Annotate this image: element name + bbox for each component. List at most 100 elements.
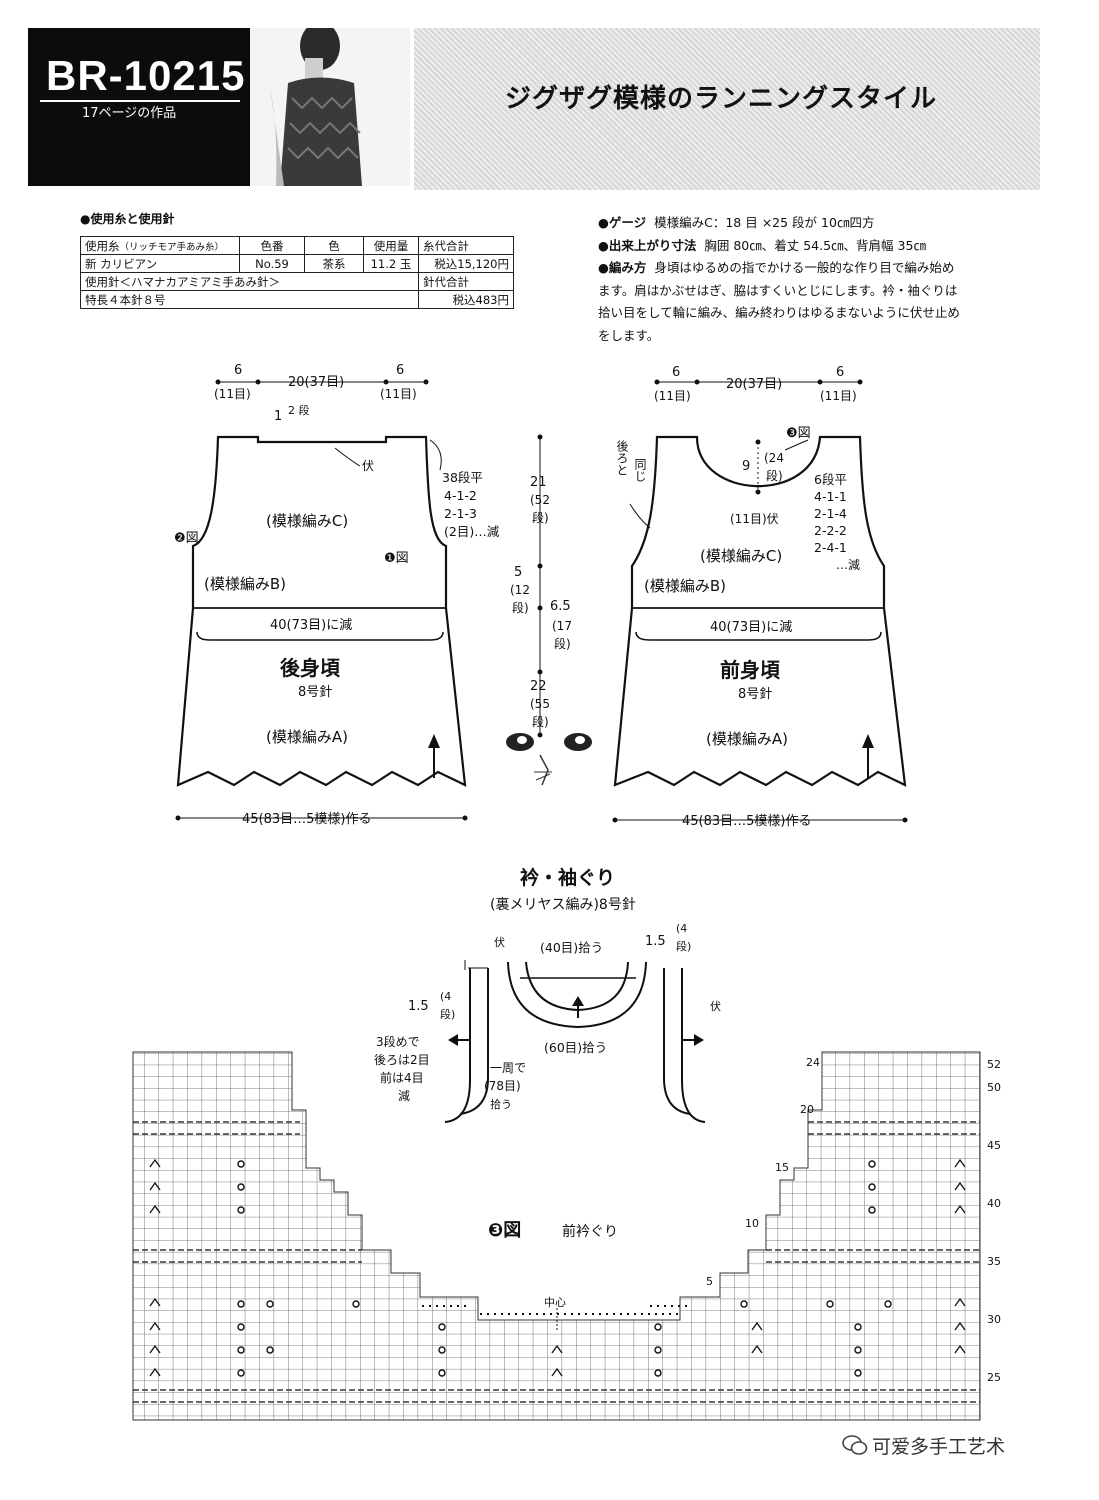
back-bodice-title: 後身頃 <box>280 656 341 680</box>
wechat-icon <box>842 1435 868 1455</box>
back-dec-2: 4-1-2 <box>444 488 477 503</box>
back-pattern-b: (模様編みB) <box>204 575 286 593</box>
method-text-1: 身頃はゆるめの指でかける一般的な作り目で編み始め <box>654 260 955 275</box>
back-neck-depth: 1 <box>274 409 282 424</box>
edging-note-3: 前は4目 <box>380 1070 424 1085</box>
front-neck-rows: (24 <box>764 451 784 465</box>
len-lower-rows: (55 <box>530 697 550 711</box>
yarn-col-amount: 使用量 <box>363 236 419 255</box>
len-armhole-unit: 段) <box>532 510 549 525</box>
front-top-right-st: (11目) <box>820 389 857 403</box>
back-fig2: ❷図 <box>174 531 199 546</box>
size-label: ●出来上がり寸法 <box>598 237 697 253</box>
front-decrease-to: 40(73目)に減 <box>710 619 792 635</box>
chart-row-35: 35 <box>987 1255 1001 1268</box>
edging-arm-rows: (4 <box>440 990 451 1003</box>
instructions: ●ゲージ 模様編みC：18 目 ×25 段が 10㎝四方 ●出来上がり寸法 胸囲… <box>598 212 1044 347</box>
front-same-as-back-2: 同じ <box>633 458 647 482</box>
method-text-4: をします。 <box>598 327 660 343</box>
table-row: 使用針＜ハマナカアミアミ手あみ針＞ 針代合計 <box>80 272 514 291</box>
back-bind-label: 伏 <box>362 459 374 473</box>
edging-front-pick: (60目)拾う <box>544 1040 607 1055</box>
method-label: ●編み方 <box>598 260 647 275</box>
table-row: 使用糸（リッチモア手あみ糸） 色番 色 使用量 糸代合計 <box>80 236 514 255</box>
back-top-mid: 20(37目) <box>288 375 344 390</box>
chart-label-bg <box>480 1210 640 1240</box>
len-band: 6.5 <box>550 599 571 614</box>
edging-subtitle: (裏メリヤス編み)8号針 <box>490 896 636 913</box>
gauge-line: ●ゲージ 模様編みC：18 目 ×25 段が 10㎝四方 <box>598 212 1044 235</box>
front-center-bind: (11目)伏 <box>730 512 779 526</box>
len-yoke-unit: 段) <box>512 600 529 615</box>
back-bottom-width: 45(83目…5模様)作る <box>242 812 372 827</box>
edging-round-2: (78目) <box>484 1079 521 1093</box>
page-reference: 17ページの作品 <box>82 106 177 121</box>
front-top-left-st: (11目) <box>654 389 691 403</box>
edging-note-1: 3段めで <box>376 1034 420 1049</box>
front-bottom-width: 45(83目…5模様)作る <box>682 814 812 829</box>
front-bodice-diagram <box>612 379 908 823</box>
pattern-code: BR-10215 <box>46 52 246 99</box>
yarn-col-yarn: 使用糸 <box>85 238 120 253</box>
method-text-3: 拾い目をして輪に編み、編み終わりはゆるまないように伏せ止め <box>598 305 960 320</box>
chart-col-15: 15 <box>775 1161 789 1174</box>
cat-face-icon <box>506 733 592 786</box>
method-text-2: ます。肩はかぶせはぎ、脇はすくいとじにします。衿・袖ぐりは <box>598 282 958 298</box>
yarn-col-brand: （リッチモア手あみ糸） <box>119 241 225 253</box>
front-dec-6: …減 <box>836 557 860 572</box>
front-pattern-c: (模様編みC) <box>700 547 782 565</box>
length-dimensions <box>537 434 543 738</box>
len-yoke-rows: (12 <box>510 583 530 597</box>
title-banner <box>414 28 1040 190</box>
chart-col-20: 20 <box>800 1103 814 1116</box>
chart-fig-label: ❸図 <box>488 1220 521 1241</box>
code-underline <box>40 100 240 102</box>
chart-center-label: 中心 <box>544 1296 566 1309</box>
chart-fig-sub: 前衿ぐり <box>562 1223 618 1240</box>
front-dec-5: 2-4-1 <box>814 540 847 555</box>
edging-round-3: 拾う <box>490 1097 512 1111</box>
front-fig3: ❸図 <box>786 426 811 441</box>
edging-diagram <box>444 960 706 1123</box>
back-top-right-st: (11目) <box>380 387 417 401</box>
chart-col-5: 5 <box>706 1275 713 1288</box>
back-dec-4: (2目)…減 <box>444 524 500 539</box>
edging-title: 衿・袖ぐり <box>520 866 615 889</box>
yarn-cost: 税込15,120円 <box>418 254 514 273</box>
edging-arm-depth: 1.5 <box>408 999 429 1014</box>
size-text: 胸囲 80㎝、着丈 54.5㎝、背肩幅 35㎝ <box>704 237 926 253</box>
front-needle: 8号針 <box>738 687 772 702</box>
edging-note-4: 減 <box>398 1088 410 1103</box>
len-lower: 22 <box>530 679 547 694</box>
edging-note-2: 後ろは2目 <box>374 1053 430 1067</box>
edging-bind-right: 伏 <box>710 999 721 1013</box>
edging-bind-left: 伏 <box>494 935 505 949</box>
front-top-left: 6 <box>672 365 680 380</box>
front-top-right: 6 <box>836 365 844 380</box>
page-title: ジグザグ模様のランニングスタイル <box>505 84 938 114</box>
len-yoke: 5 <box>514 565 522 580</box>
back-fig1: ❶図 <box>384 551 409 566</box>
edging-neck-rows-unit: 段) <box>676 939 691 953</box>
chart-row-52: 52 <box>987 1058 1001 1071</box>
size-line: ●出来上がり寸法 胸囲 80㎝、着丈 54.5㎝、背肩幅 35㎝ <box>598 235 1044 258</box>
table-row: 特長４本針８号 税込483円 <box>80 290 514 309</box>
back-pattern-a: (模様編みA) <box>266 728 348 746</box>
len-lower-unit: 段) <box>532 714 549 729</box>
header-block <box>28 28 250 186</box>
chart-row-40: 40 <box>987 1197 1001 1210</box>
edging-neck-pick: (40目)拾う <box>540 940 603 955</box>
back-needle: 8号針 <box>298 685 332 700</box>
edging-round-1: 一周で <box>490 1061 526 1075</box>
front-pattern-b: (模様編みB) <box>644 577 726 595</box>
yarn-heading: ●使用糸と使用針 <box>80 212 175 226</box>
front-dec-3: 2-1-4 <box>814 506 847 521</box>
len-band-unit: 段) <box>554 636 571 651</box>
method-line: ●編み方 身頃はゆるめの指でかける一般的な作り目で編み始め <box>598 257 1044 280</box>
needle-size: 特長４本針８号 <box>80 290 419 309</box>
back-neck-rows: 2 段 <box>288 403 310 417</box>
len-armhole-rows: (52 <box>530 493 550 507</box>
chart-row-45: 45 <box>987 1139 1001 1152</box>
chart-col-24: 24 <box>806 1056 820 1069</box>
